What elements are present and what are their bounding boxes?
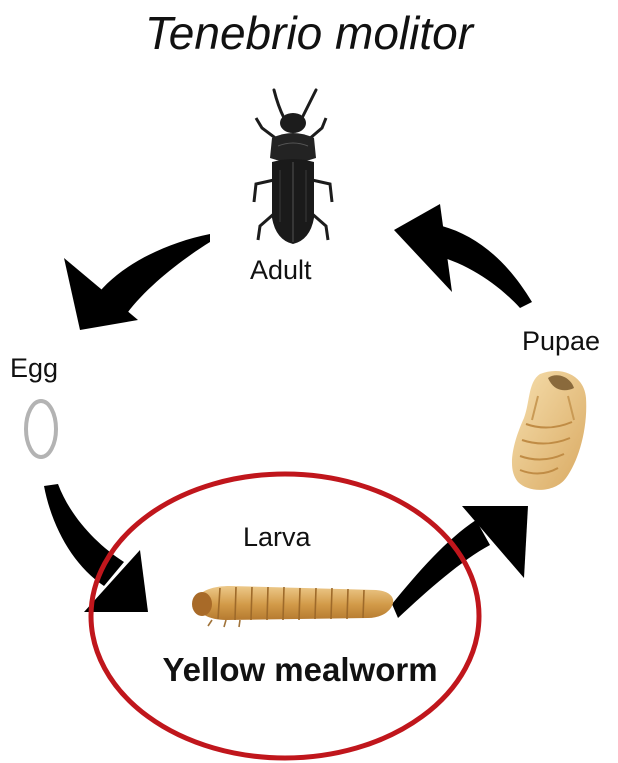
larva-image	[192, 586, 393, 627]
diagram-title: Tenebrio molitor	[0, 10, 618, 56]
adult-beetle-image	[254, 90, 332, 244]
egg-outline	[26, 401, 56, 457]
common-name-label: Yellow mealworm	[160, 652, 440, 688]
arrow-larva-to-pupae	[392, 506, 528, 618]
stage-label-adult: Adult	[250, 257, 312, 284]
arrow-adult-to-egg	[64, 234, 210, 330]
stage-label-larva: Larva	[243, 524, 311, 551]
arrow-pupae-to-adult	[394, 204, 532, 308]
stage-label-egg: Egg	[10, 355, 58, 382]
stage-label-pupae: Pupae	[522, 328, 600, 355]
pupa-image	[512, 371, 586, 490]
